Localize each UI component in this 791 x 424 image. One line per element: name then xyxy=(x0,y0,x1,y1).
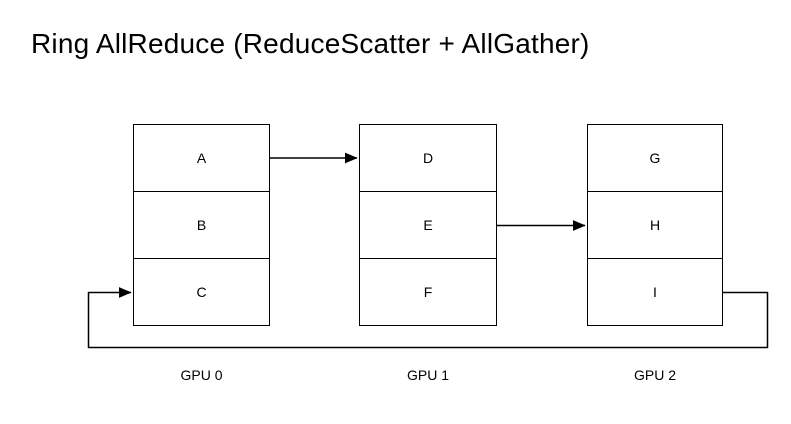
diagram-title: Ring AllReduce (ReduceScatter + AllGathe… xyxy=(31,28,590,59)
gpu2-cell-h-label: H xyxy=(649,217,661,233)
gpu1-cell-f: F xyxy=(360,259,496,325)
gpu0-cell-c-label: C xyxy=(196,284,207,300)
gpu1-label: GPU 1 xyxy=(406,367,449,383)
gpu1-cell-e: E xyxy=(360,192,496,259)
gpu2-box: G H I xyxy=(587,124,723,326)
gpu0-cell-b-label: B xyxy=(196,217,207,233)
gpu2-label: GPU 2 xyxy=(633,367,676,383)
gpu0-box: A B C xyxy=(133,124,270,326)
gpu0-cell-a: A xyxy=(134,125,269,192)
gpu0-cell-c: C xyxy=(134,259,269,325)
gpu2-cell-i: I xyxy=(588,259,722,325)
gpu2-cell-h: H xyxy=(588,192,722,259)
gpu0-label: GPU 0 xyxy=(180,367,223,383)
gpu1-cell-e-label: E xyxy=(423,217,433,233)
gpu2-cell-i-label: I xyxy=(653,284,657,300)
gpu1-cell-d-label: D xyxy=(422,150,434,166)
gpu2-cell-g: G xyxy=(588,125,722,192)
gpu1-cell-d: D xyxy=(360,125,496,192)
gpu0-cell-b: B xyxy=(134,192,269,259)
gpu1-box: D E F xyxy=(359,124,497,326)
gpu0-cell-a-label: A xyxy=(196,150,207,166)
gpu1-cell-f-label: F xyxy=(423,284,433,300)
gpu2-cell-g-label: G xyxy=(649,150,661,166)
